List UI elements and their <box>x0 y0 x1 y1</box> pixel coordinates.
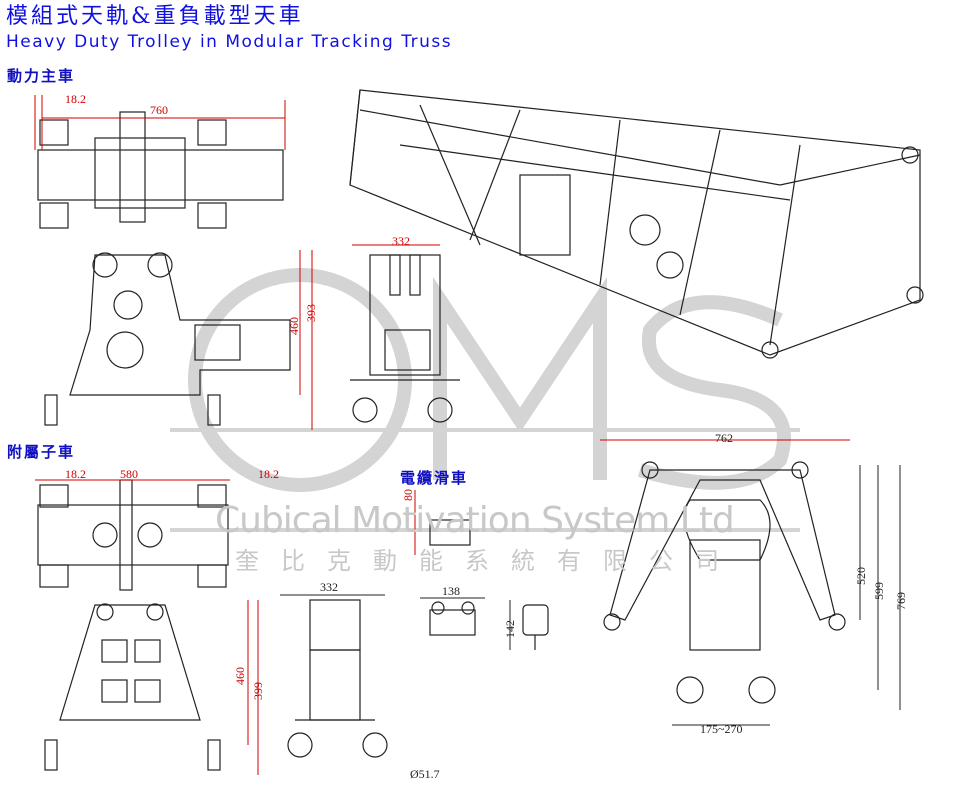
dim-main-height: 393 <box>304 304 318 322</box>
dim-sub-length: 580 <box>120 467 138 481</box>
dim-sub-height-total: 460 <box>233 667 247 685</box>
dim-truss-h3: 769 <box>894 592 908 610</box>
truss-front-section <box>603 461 846 704</box>
main-trolley-top-view <box>37 111 284 229</box>
section-sub-trolley: 附屬子車 <box>7 443 76 461</box>
black-dimension-lines <box>280 465 901 726</box>
section-cable-trolley: 電纜滑車 <box>400 469 469 487</box>
dim-clamp-range: 175~270 <box>700 722 743 736</box>
section-main-trolley: 動力主車 <box>7 67 76 85</box>
dim-main-offset: 18.2 <box>65 92 86 106</box>
dim-sub-offset-right: 18.2 <box>258 467 279 481</box>
cable-trolley-views <box>429 519 549 650</box>
page-title-english: Heavy Duty Trolley in Modular Tracking T… <box>6 32 453 52</box>
dim-cable-width: 138 <box>442 584 460 598</box>
dimension-lines <box>34 95 850 775</box>
dim-sub-offset-left: 18.2 <box>65 467 86 481</box>
dim-cable-side: 142 <box>503 620 517 638</box>
cms-watermark-logo <box>170 268 800 532</box>
sub-trolley-front-view <box>287 599 388 758</box>
dim-truss-h1: 520 <box>854 567 868 585</box>
truss-isometric-view <box>349 89 924 359</box>
sub-trolley-top-view <box>37 479 229 591</box>
dim-truss-width: 762 <box>715 431 733 445</box>
page-title-chinese: 模組式天軌&重負載型天車 <box>6 4 304 29</box>
watermark-english: Cubical Motivation System Ltd <box>215 500 735 541</box>
main-trolley-front-view <box>350 254 460 423</box>
watermark-chinese: 奎比克動能系統有限公司 <box>235 547 741 575</box>
dim-truss-h2: 599 <box>872 582 886 600</box>
dim-main-height-total: 460 <box>287 317 301 335</box>
dim-sub-width: 332 <box>320 580 338 594</box>
sub-trolley-side-view <box>44 603 221 771</box>
dim-clamp-diameter: Ø51.7 <box>410 767 440 781</box>
dim-main-width: 332 <box>392 234 410 248</box>
dim-cable-height: 80 <box>401 489 415 501</box>
main-trolley-side-view <box>44 252 291 426</box>
dim-main-length: 760 <box>150 103 168 117</box>
dim-sub-height: 399 <box>251 682 265 700</box>
